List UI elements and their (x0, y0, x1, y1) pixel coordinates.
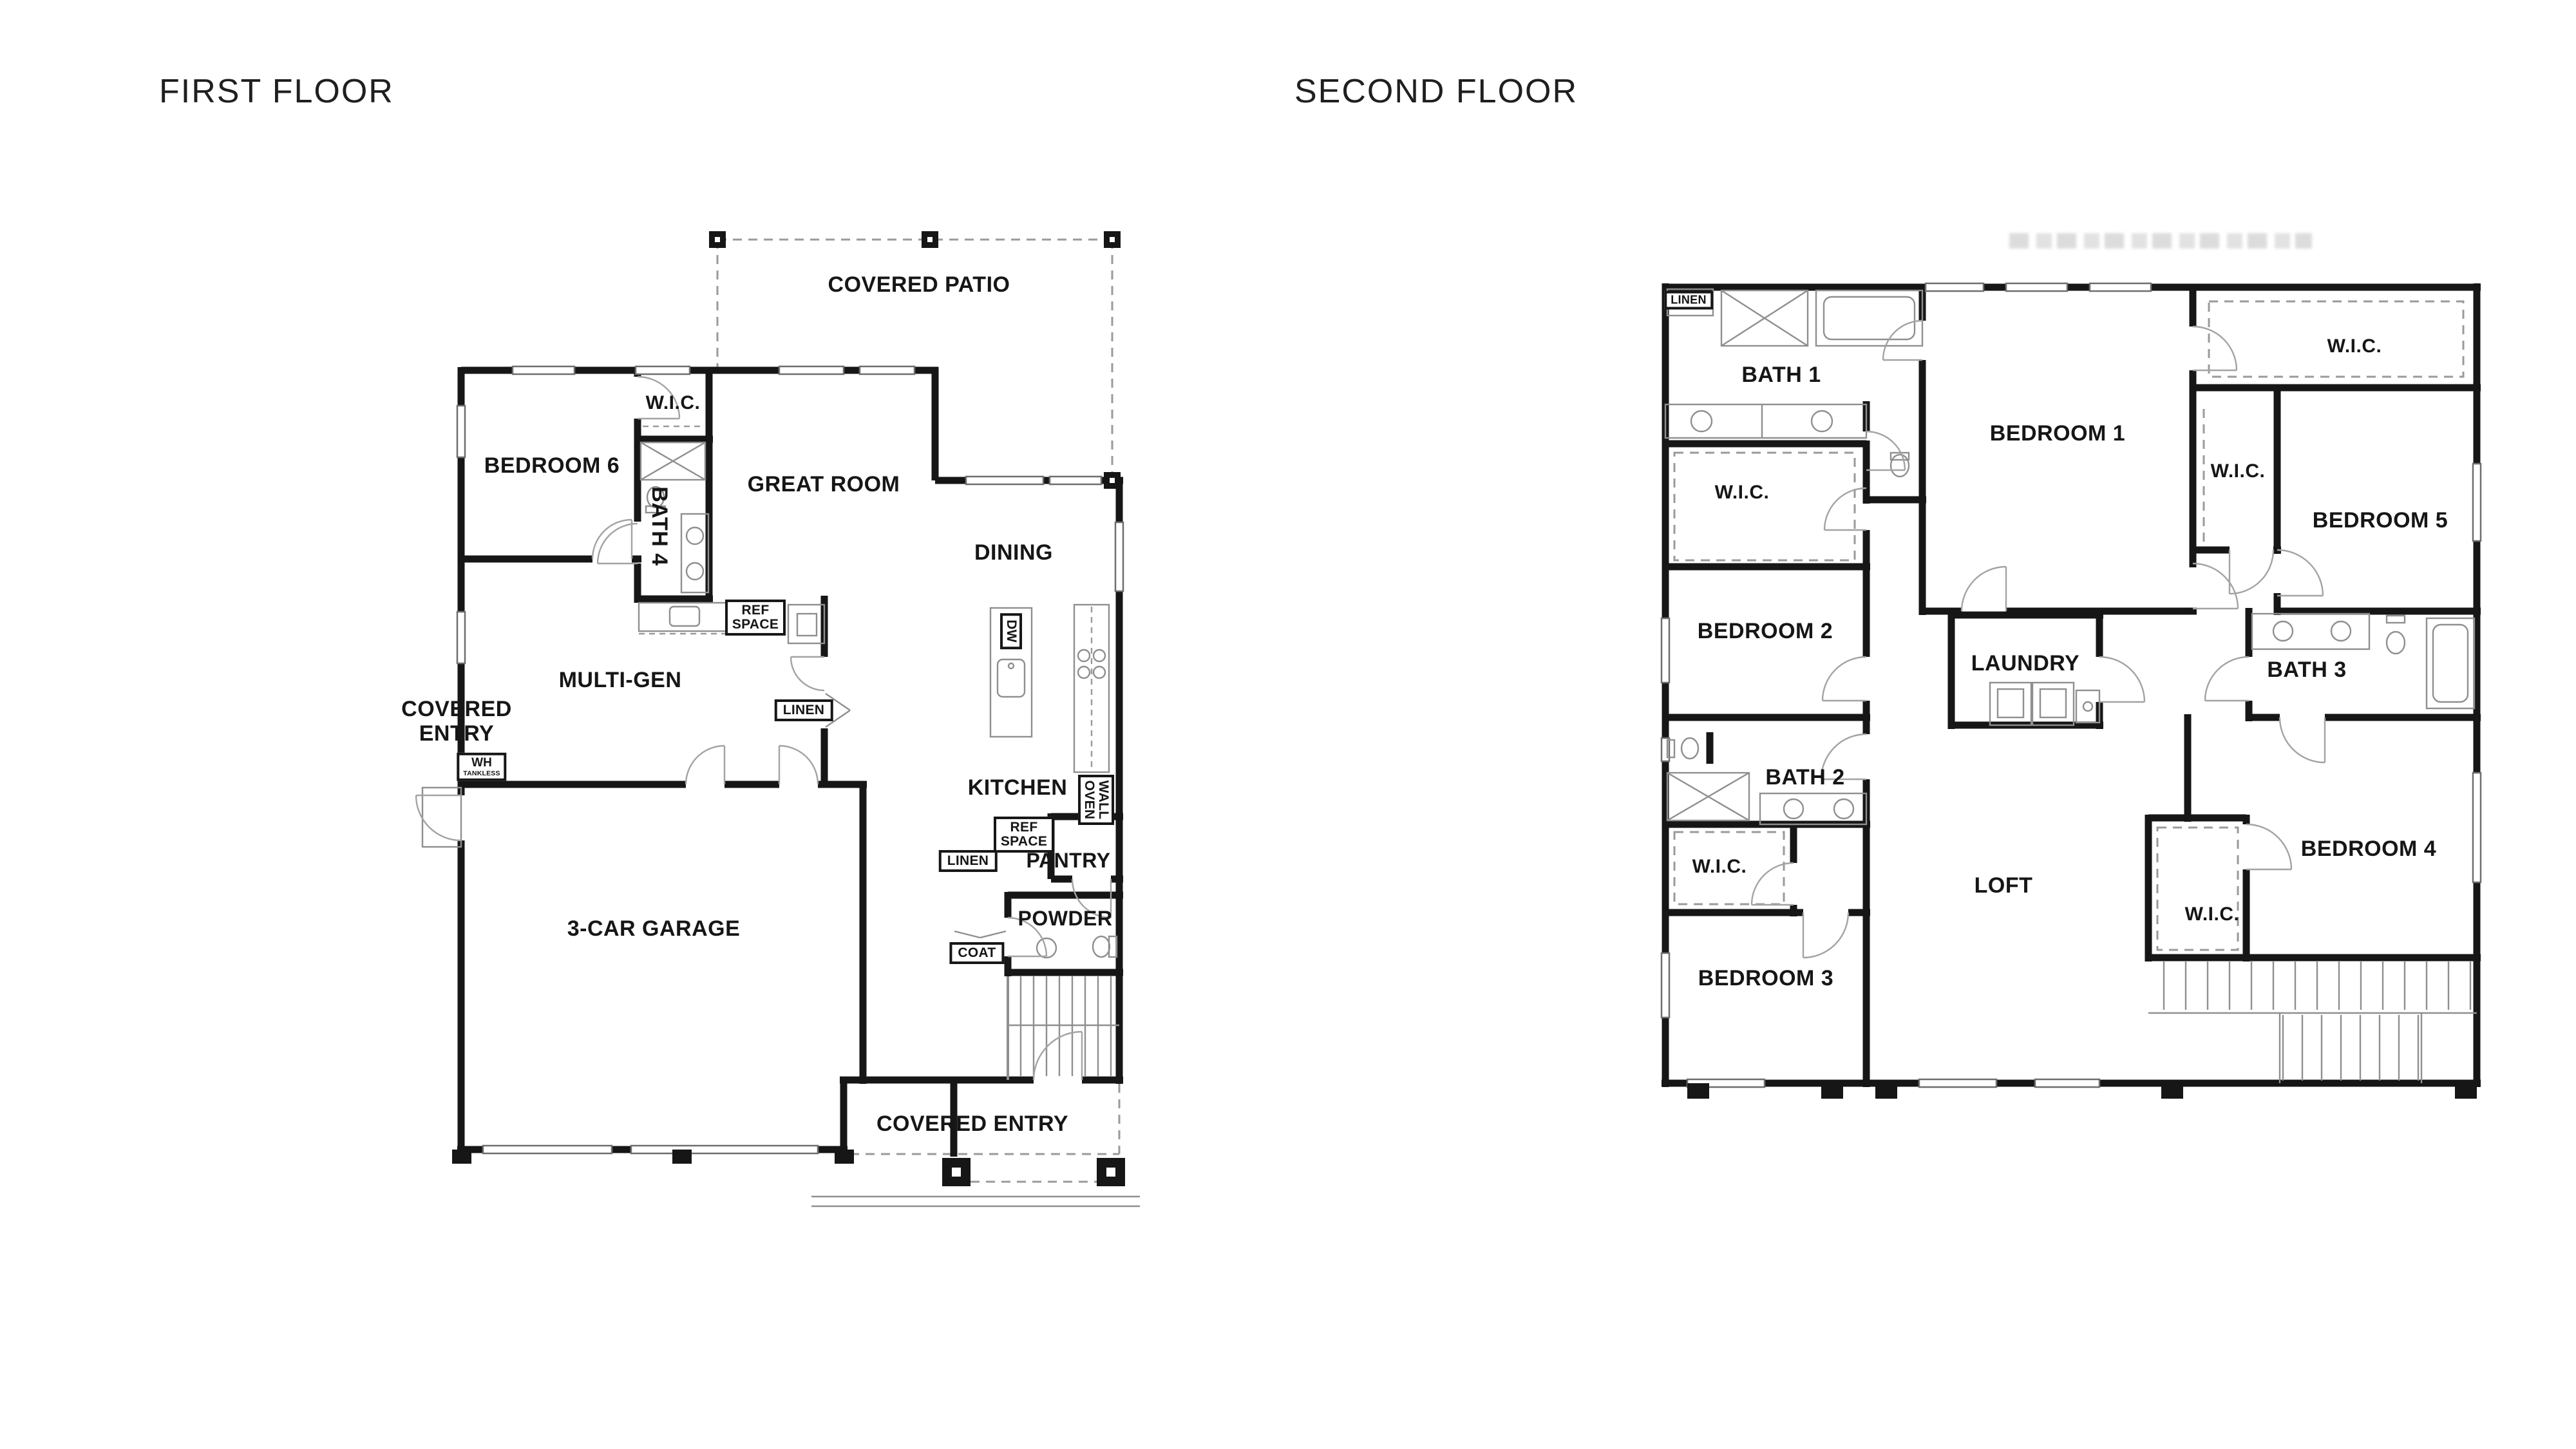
ghost-text-artifact (2009, 233, 2312, 249)
fixtures (421, 441, 1140, 1208)
dashed-details (639, 425, 1093, 770)
second-floor-title: SECOND FLOOR (1294, 73, 1578, 110)
room-label-garage: 3-CAR GARAGE (567, 916, 741, 941)
room-label-ref-space-multigen: REF SPACE (725, 599, 786, 636)
room-label-covered-entry-side: COVERED ENTRY (401, 696, 512, 746)
walls (1662, 283, 2481, 1087)
water-heater-label-box: WH TANKLESS (457, 752, 507, 782)
room-label-dining: DINING (974, 540, 1053, 565)
first-floor-plan: COVERED PATIO W.I.C. BEDROOM 6 BATH 4 GR… (399, 213, 1172, 1224)
patio-posts (452, 231, 1125, 1186)
room-label-bath-4: BATH 4 (647, 486, 672, 566)
room-label-wic-bedroom5: W.I.C. (2210, 460, 2266, 482)
room-label-wic-bedroom3: W.I.C. (1692, 856, 1747, 878)
room-label-linen-kitchen: LINEN (938, 849, 998, 873)
room-label-laundry: LAUNDRY (1971, 650, 2080, 676)
room-label-linen-multigen: LINEN (774, 699, 833, 722)
room-label-bedroom-3: BEDROOM 3 (1698, 965, 1834, 990)
room-label-linen-sf: LINEN (1664, 290, 1713, 310)
wh-sub-label: TANKLESS (463, 769, 500, 777)
room-label-multi-gen: MULTI-GEN (558, 667, 682, 692)
first-floor-drawing (415, 231, 1140, 1208)
room-label-bedroom-6: BEDROOM 6 (484, 453, 620, 478)
door-arcs (1750, 319, 2326, 959)
room-label-powder: POWDER (1018, 907, 1113, 931)
room-label-bedroom-1: BEDROOM 1 (1989, 421, 2126, 446)
room-label-wic-top-right: W.I.C. (2327, 336, 2382, 357)
second-floor-plan: LINEN BATH 1 W.I.C. BEDROOM 2 BATH 2 W.I… (1649, 233, 2524, 1172)
first-floor-title: FIRST FLOOR (159, 73, 394, 110)
room-label-bath-3: BATH 3 (2267, 657, 2347, 682)
room-label-wic-ff: W.I.C. (645, 392, 701, 414)
patio-dashed-outline (716, 238, 1121, 1183)
room-label-bedroom-5: BEDROOM 5 (2312, 507, 2448, 533)
footing-posts (1687, 1083, 2477, 1099)
room-label-wic-bedroom1: W.I.C. (1714, 482, 1770, 504)
room-label-bath-2: BATH 2 (1765, 764, 1845, 790)
room-label-bedroom-4: BEDROOM 4 (2300, 836, 2437, 861)
room-label-ref-space-kitchen: REF SPACE (994, 816, 1054, 853)
room-label-covered-patio: COVERED PATIO (828, 272, 1010, 297)
room-label-covered-entry-front: COVERED ENTRY (876, 1111, 1069, 1136)
closet-dashed-outlines (1673, 300, 2465, 951)
dishwasher-label: DW (999, 613, 1023, 649)
room-label-great-room: GREAT ROOM (747, 471, 900, 497)
wh-label: WH (471, 755, 492, 770)
room-label-bedroom-2: BEDROOM 2 (1697, 618, 1833, 643)
second-floor-drawing (1660, 282, 2482, 1099)
room-label-bath-1: BATH 1 (1741, 362, 1821, 387)
fixtures (1664, 288, 2477, 1083)
window-glyphs (456, 365, 1124, 1155)
door-arcs (415, 375, 1112, 1081)
room-label-coat: COAT (949, 942, 1005, 965)
room-label-kitchen: KITCHEN (967, 775, 1068, 800)
room-label-pantry: PANTRY (1026, 849, 1111, 873)
room-label-wic-bedroom4: W.I.C. (2184, 904, 2240, 925)
wall-oven-label: WALL OVEN (1077, 775, 1115, 825)
room-label-loft: LOFT (1974, 873, 2033, 898)
